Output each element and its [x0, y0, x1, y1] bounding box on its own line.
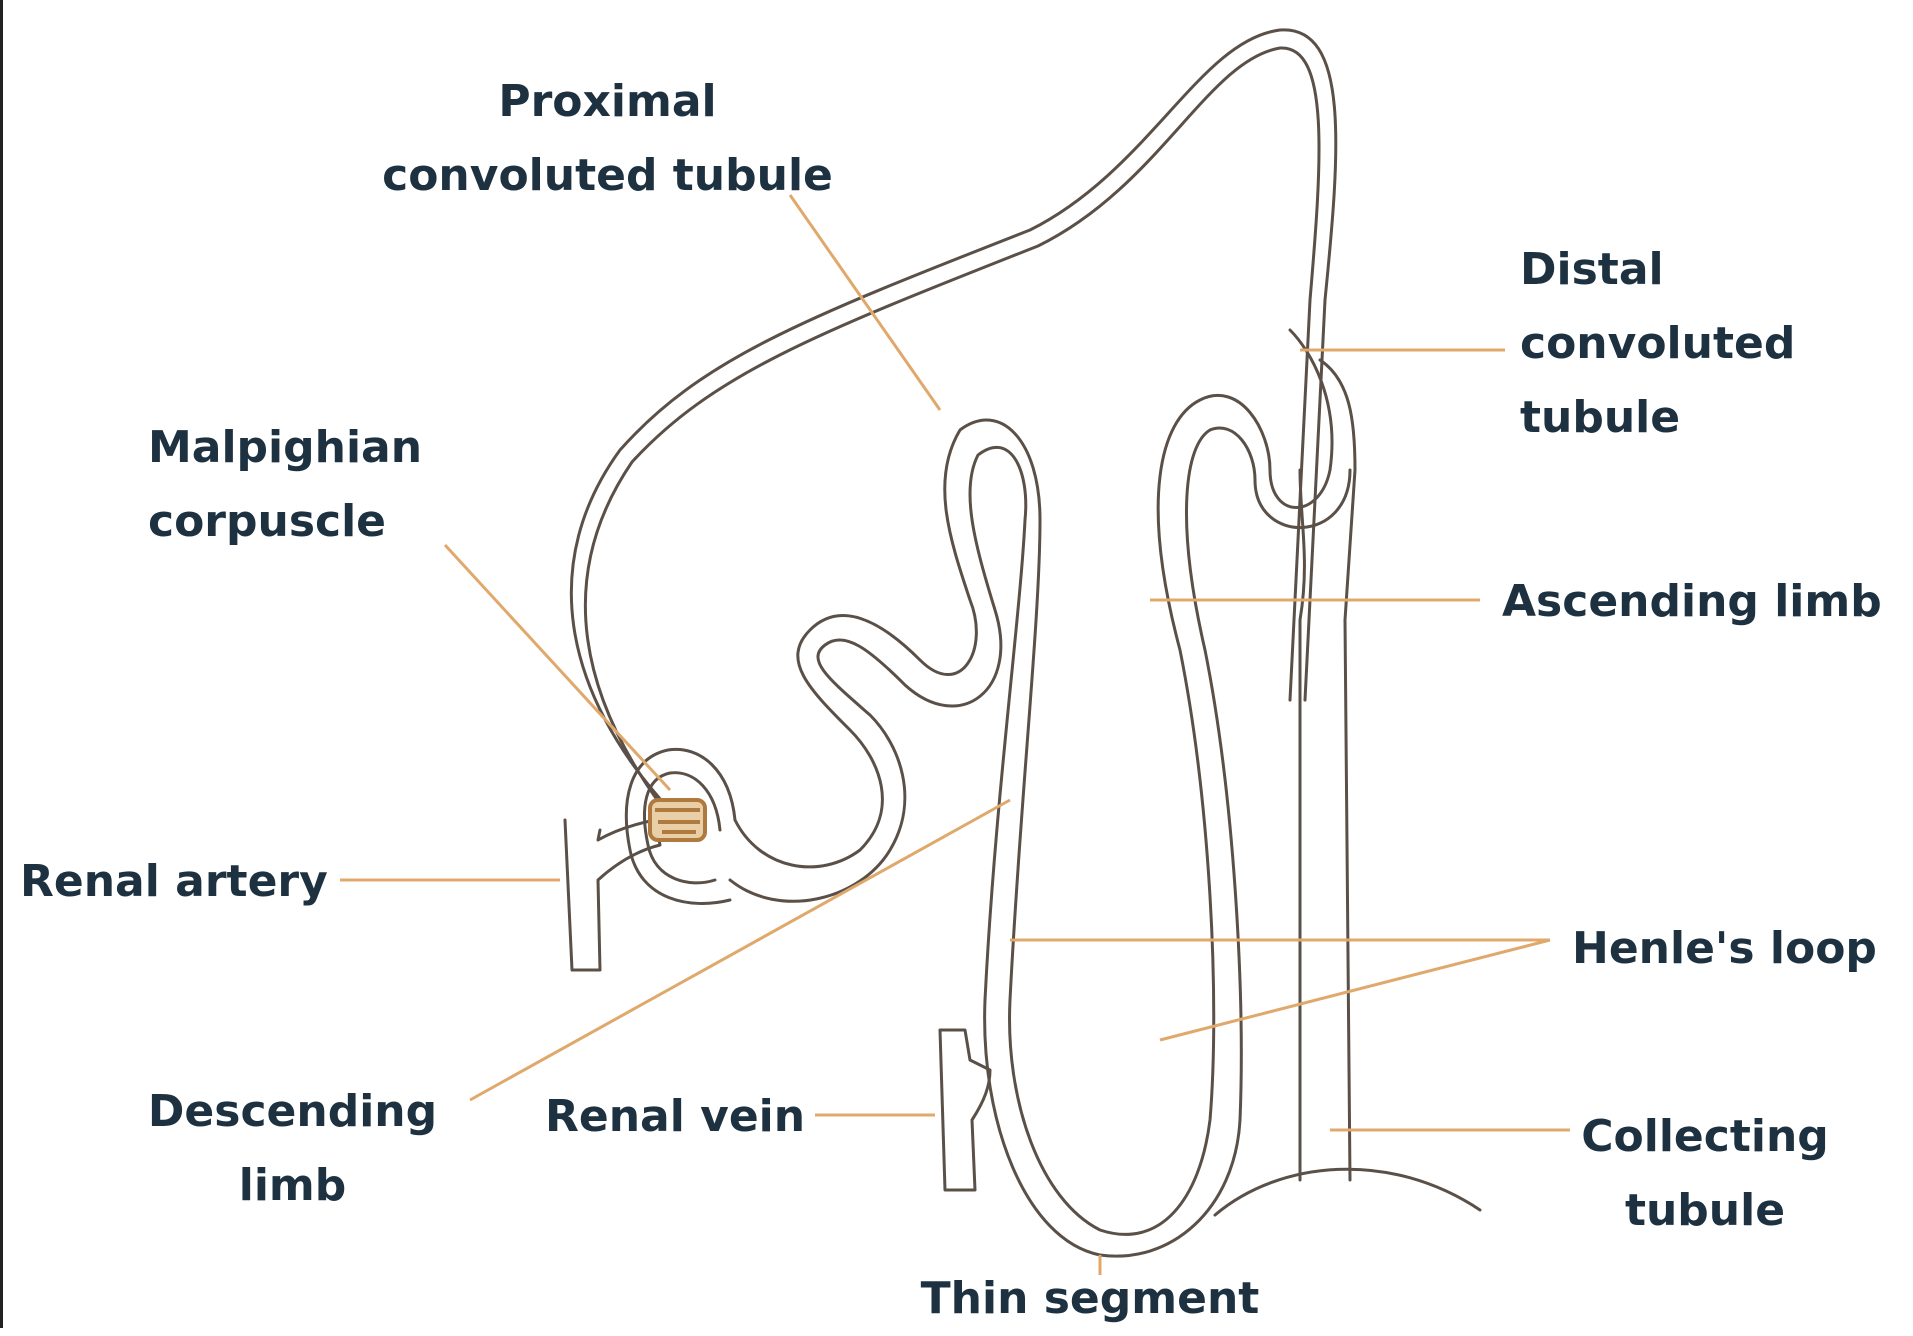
label-line: Renal vein: [545, 1080, 805, 1154]
label-renal-artery: Renal artery: [20, 845, 328, 919]
leader-lines: [340, 195, 1570, 1275]
leader-descending: [470, 800, 1010, 1100]
label-line: convoluted: [1520, 307, 1795, 381]
label-line: corpuscle: [148, 485, 422, 559]
label-line: Proximal: [355, 65, 860, 139]
renal-vein-vessel: [940, 1030, 990, 1190]
label-henles-loop: Henle's loop: [1572, 912, 1877, 986]
label-thin-segment: Thin segment: [900, 1262, 1280, 1336]
label-line: Distal: [1520, 233, 1795, 307]
label-line: Collecting: [1555, 1100, 1855, 1174]
glomerulus: [650, 800, 705, 840]
label-line: Ascending limb: [1502, 565, 1882, 639]
leader-proximal: [790, 195, 940, 410]
label-distal-convoluted-tubule: Distal convoluted tubule: [1520, 233, 1795, 455]
collecting-tubule-inner: [1300, 470, 1304, 1180]
label-line: Malpighian: [148, 411, 422, 485]
label-proximal-convoluted-tubule: Proximal convoluted tubule: [355, 65, 860, 213]
renal-artery-vessel: [565, 820, 660, 970]
label-descending-limb: Descending limb: [125, 1075, 460, 1223]
label-line: Renal artery: [20, 845, 328, 919]
label-line: convoluted tubule: [355, 139, 860, 213]
label-collecting-tubule: Collecting tubule: [1555, 1100, 1855, 1248]
label-ascending-limb: Ascending limb: [1502, 565, 1882, 639]
proximal-tubule: [735, 330, 1332, 1234]
leader-malpighian: [445, 545, 670, 790]
label-line: tubule: [1555, 1174, 1855, 1248]
label-malpighian-corpuscle: Malpighian corpuscle: [148, 411, 422, 559]
label-line: Thin segment: [900, 1262, 1280, 1336]
base-arc: [1215, 1169, 1480, 1215]
label-line: tubule: [1520, 381, 1795, 455]
label-renal-vein: Renal vein: [545, 1080, 805, 1154]
label-line: Descending: [125, 1075, 460, 1149]
label-line: limb: [125, 1149, 460, 1223]
leader-henle-b: [1160, 940, 1550, 1040]
label-line: Henle's loop: [1572, 912, 1877, 986]
